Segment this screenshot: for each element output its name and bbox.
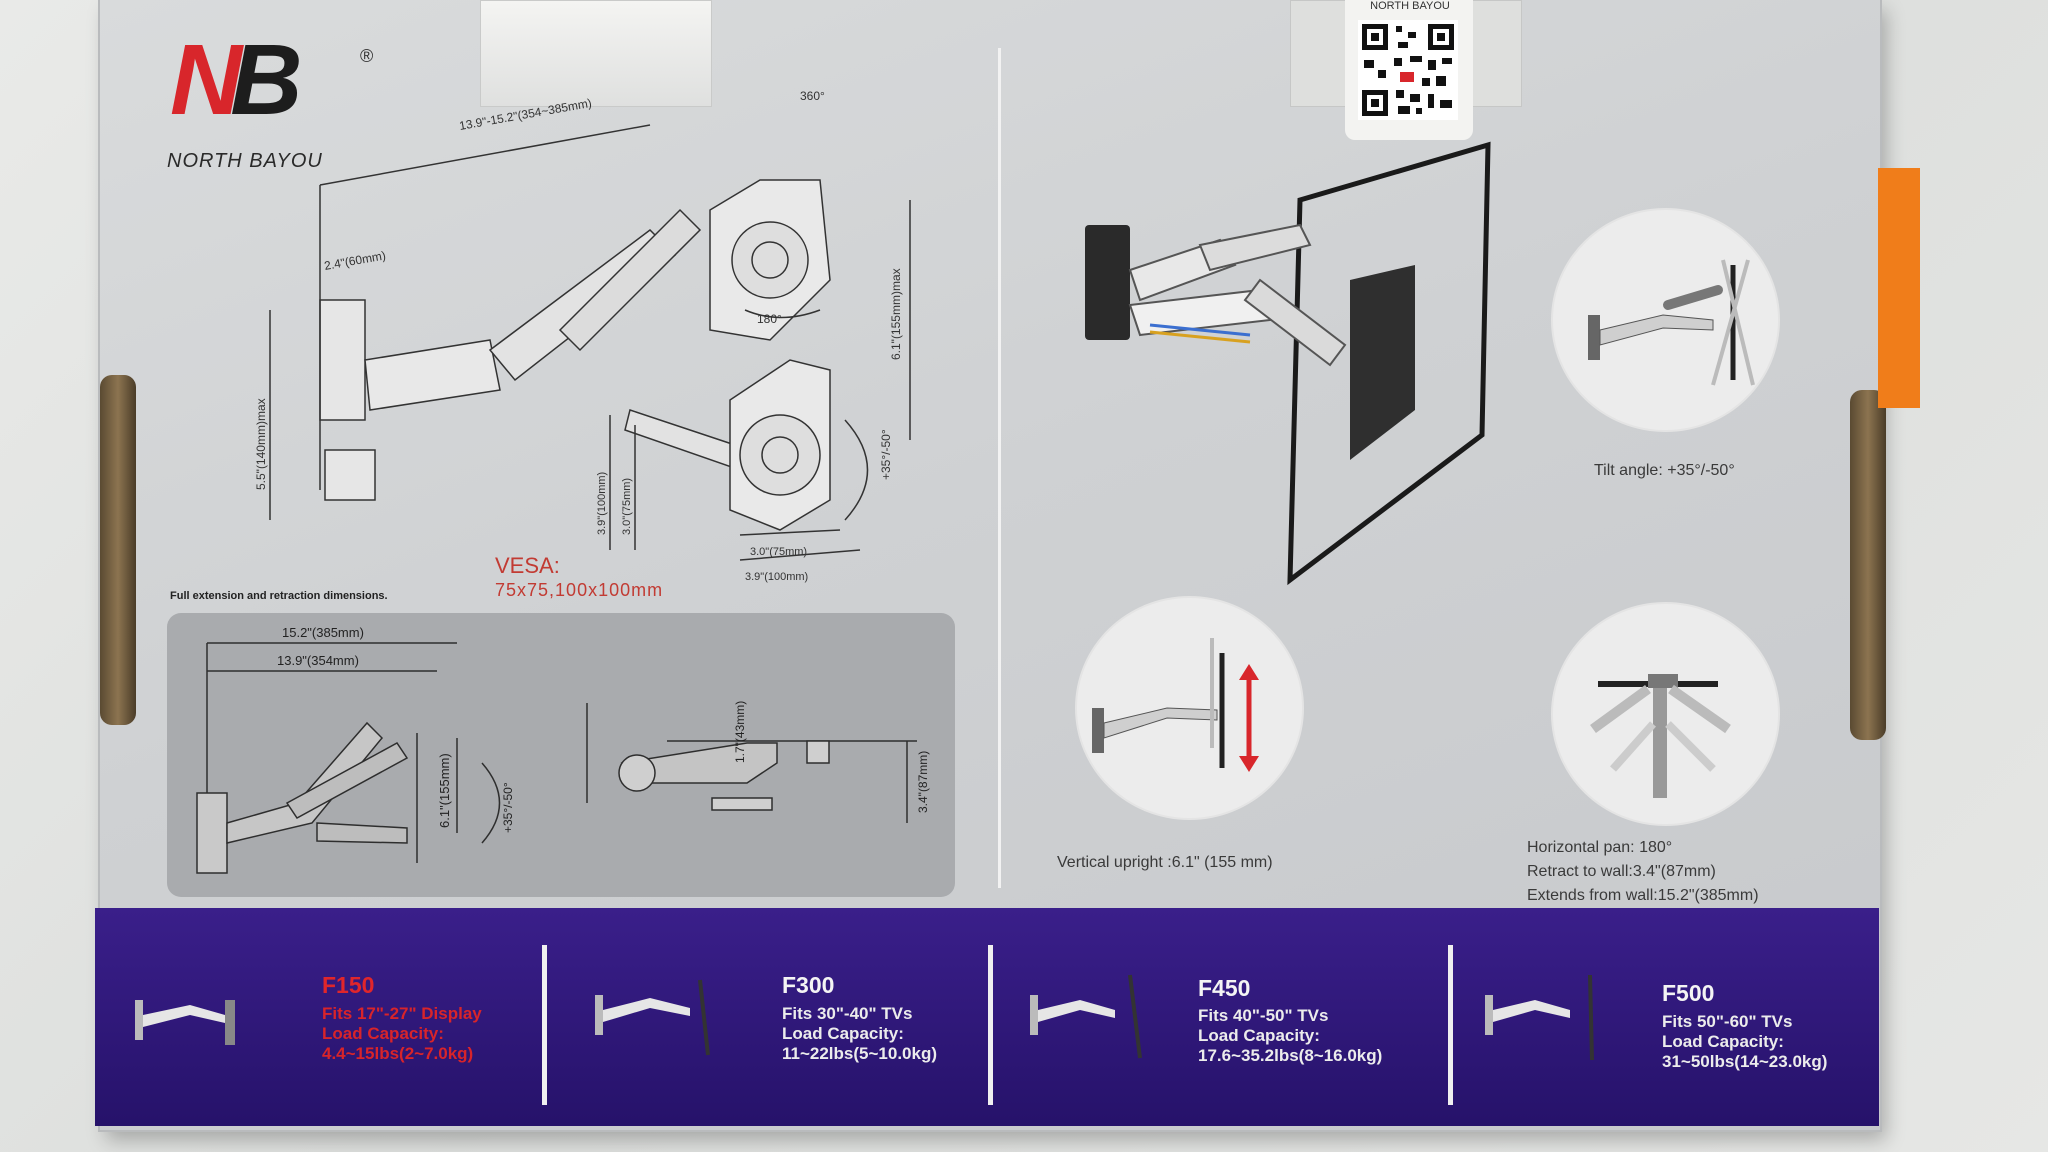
panel-tilt: +35°/-50° — [501, 782, 515, 833]
pan-line: Horizontal pan: 180° — [1527, 839, 1673, 856]
dim-rotation: 360° — [800, 89, 825, 103]
logo-letter-n: N — [170, 24, 242, 136]
dim-v100: 3.9"(100mm) — [596, 472, 608, 535]
dim-width-range: 13.9"-15.2"(354~385mm) — [458, 96, 593, 133]
tilt-feature-circle — [1553, 210, 1778, 430]
band-divider — [988, 945, 993, 1105]
f150-capacity-label: Load Capacity: — [322, 1024, 444, 1043]
f500-capacity-label: Load Capacity: — [1662, 1032, 1784, 1051]
pan-arm-icon — [1590, 674, 1731, 798]
f500-fits: Fits 50"-60" TVs — [1662, 1012, 1793, 1031]
dim-arm-height: 5.5"(140mm)max — [254, 398, 268, 490]
f450-arm-icon — [1030, 974, 1142, 1059]
vertical-feature-circle — [1077, 598, 1302, 818]
retract-line: Retract to wall:3.4"(87mm) — [1527, 863, 1716, 880]
handle-hole — [100, 375, 136, 725]
pan-feature-circle — [1553, 604, 1778, 824]
vesa-label: VESA: — [495, 553, 560, 578]
full-extension-note: Full extension and retraction dimensions… — [170, 590, 388, 602]
vertical-caption: Vertical upright :6.1" (155 mm) — [1057, 854, 1273, 871]
qr-code-icon — [1358, 20, 1458, 120]
dim-height-max: 6.1"(155mm)max — [889, 268, 903, 360]
dim-rotate-180: 180° — [757, 312, 782, 326]
vesa-sizes: 75x75,100x100mm — [495, 580, 664, 600]
brand-name: NORTH BAYOU — [167, 150, 323, 172]
dim-tilt: +35°/-50° — [879, 429, 893, 480]
band-divider — [542, 945, 547, 1105]
tilt-caption: Tilt angle: +35°/-50° — [1594, 462, 1735, 479]
vertical-arm-icon — [1092, 638, 1259, 772]
panel-ext-max: 15.2"(385mm) — [282, 625, 364, 640]
f150-model-name: F150 — [322, 972, 375, 998]
f450-capacity-label: Load Capacity: — [1198, 1026, 1320, 1045]
f150-fits: Fits 17"-27" Display — [322, 1004, 482, 1023]
f150-spec: Fits 17"-27" Display Load Capacity: 4.4~… — [322, 1004, 482, 1064]
f500-arm-icon — [1485, 974, 1594, 1060]
f300-spec: Fits 30"-40" TVs Load Capacity: 11~22lbs… — [782, 1004, 937, 1064]
qr-label-text: NORTH BAYOU — [1370, 0, 1450, 12]
f300-capacity-label: Load Capacity: — [782, 1024, 904, 1043]
dim-mount-width: 2.4"(60mm) — [323, 248, 387, 273]
f300-model-name: F300 — [782, 972, 835, 998]
extend-line: Extends from wall:15.2"(385mm) — [1527, 887, 1759, 904]
extension-diagram: 15.2"(385mm) 13.9"(354mm) 6.1"(155mm) +3… — [196, 625, 930, 874]
models-band — [95, 908, 1879, 1126]
panel-retract: 3.4"(87mm) — [916, 751, 930, 813]
f500-spec: Fits 50"-60" TVs Load Capacity: 31~50lbs… — [1662, 1012, 1827, 1072]
tilt-arm-icon — [1588, 259, 1755, 386]
panel-divider — [998, 48, 1001, 888]
product-illustration — [1085, 141, 1491, 586]
f450-spec: Fits 40"-50" TVs Load Capacity: 17.6~35.… — [1198, 1006, 1382, 1066]
dim-h100: 3.9"(100mm) — [745, 571, 808, 583]
panel-height: 6.1"(155mm) — [437, 753, 452, 828]
pan-caption: Horizontal pan: 180° Retract to wall:3.4… — [1527, 836, 1759, 908]
f150-arm-icon — [135, 1000, 235, 1045]
f450-capacity: 17.6~35.2lbs(8~16.0kg) — [1198, 1046, 1383, 1065]
dimension-diagram: 13.9"-15.2"(354~385mm) 360° 2.4"(60mm) 1… — [254, 89, 911, 583]
panel-ext-min: 13.9"(354mm) — [277, 653, 359, 668]
f450-model-name: F450 — [1198, 975, 1251, 1001]
f500-model-name: F500 — [1662, 980, 1715, 1006]
orange-tab — [1878, 168, 1920, 408]
band-divider — [1448, 945, 1453, 1105]
f450-fits: Fits 40"-50" TVs — [1198, 1006, 1329, 1025]
handle-hole — [1850, 390, 1886, 740]
f300-fits: Fits 30"-40" TVs — [782, 1004, 913, 1023]
f300-capacity: 11~22lbs(5~10.0kg) — [782, 1044, 938, 1063]
box-top-flap — [480, 0, 712, 107]
dim-v75: 3.0"(75mm) — [621, 478, 633, 535]
dim-h75: 3.0"(75mm) — [750, 546, 807, 558]
f300-arm-icon — [595, 979, 710, 1056]
f500-capacity: 31~50lbs(14~23.0kg) — [1662, 1052, 1828, 1071]
panel-thickness: 1.7"(43mm) — [733, 701, 747, 763]
f150-capacity: 4.4~15lbs(2~7.0kg) — [322, 1044, 474, 1063]
registered-mark: ® — [360, 46, 374, 66]
